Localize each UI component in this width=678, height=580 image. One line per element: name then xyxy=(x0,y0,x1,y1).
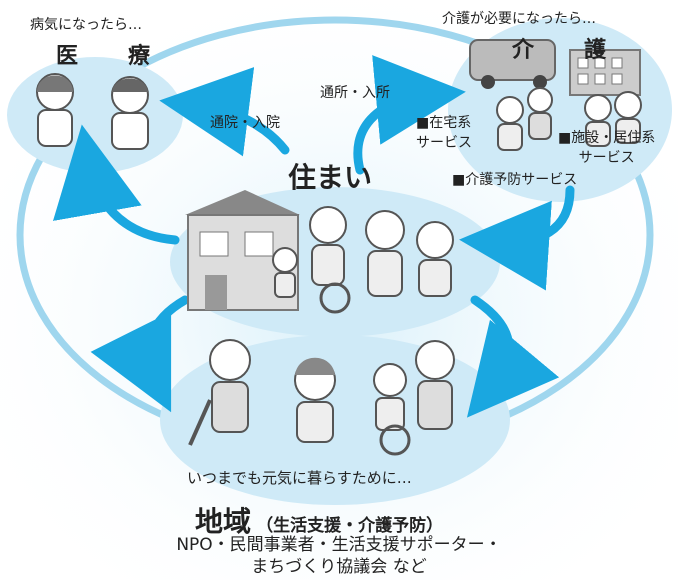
arrow-home-to-community-right xyxy=(466,295,560,418)
hospital-visit-label: 通院・入院 xyxy=(210,115,280,131)
home-service-label: ■在宅系 サービス xyxy=(416,115,472,151)
arrow-home-to-care xyxy=(353,55,466,175)
care-illustration xyxy=(469,39,642,151)
community-figures xyxy=(188,339,455,456)
doctor-figures xyxy=(36,73,149,150)
care-heading: 介 護 xyxy=(512,38,621,63)
home-heading: 住まい xyxy=(288,161,373,194)
arrow-home-to-community-left xyxy=(90,295,190,413)
prevention-service-label: ■介護予防サービス xyxy=(452,172,578,188)
community-bubble xyxy=(160,335,510,505)
care-caption: 介護が必要になったら… xyxy=(442,11,596,27)
medical-heading: 医 療 xyxy=(56,44,165,69)
medical-bubble xyxy=(7,57,183,173)
arrow-medical-to-home xyxy=(53,124,180,245)
community-heading-row: 地域 （生活支援・介護予防） xyxy=(195,500,443,540)
community-heading-sub: （生活支援・介護予防） xyxy=(256,516,444,536)
family-figures xyxy=(272,206,454,314)
facility-visit-label: 通所・入所 xyxy=(320,85,390,101)
facility-service-label: ■施設・居住系 サービス xyxy=(558,130,656,166)
community-organizations-line1: NPO・民間事業者・生活支援サポーター・ xyxy=(176,535,502,555)
medical-caption: 病気になったら… xyxy=(30,17,142,33)
community-heading: 地域 xyxy=(195,505,252,538)
community-organizations-line2: まちづくり協議会 など xyxy=(251,557,427,577)
community-tagline: いつまでも元気に暮らすために… xyxy=(187,469,412,487)
arrow-home-to-medical xyxy=(159,67,290,157)
arrow-care-to-home xyxy=(459,185,575,291)
